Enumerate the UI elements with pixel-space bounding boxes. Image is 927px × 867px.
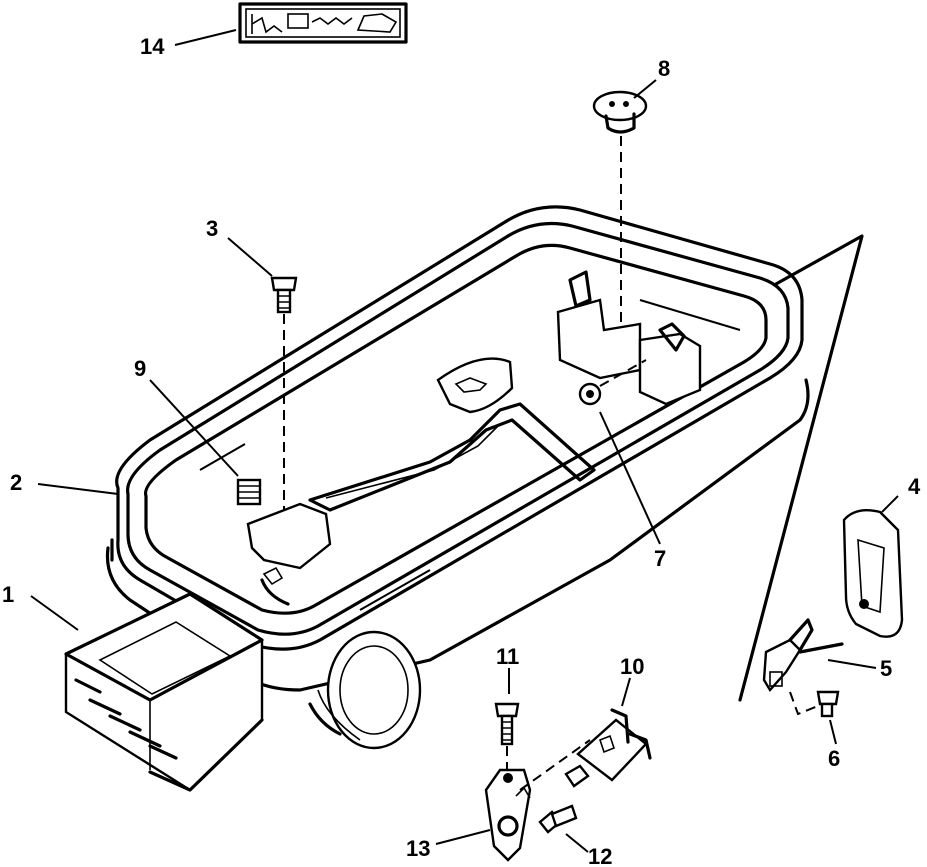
part-13-clamp bbox=[484, 768, 532, 862]
part-11-bolt bbox=[494, 702, 520, 746]
part-7-nut bbox=[578, 382, 602, 406]
callout-10: 10 bbox=[620, 654, 644, 679]
leader-lines bbox=[30, 29, 899, 853]
callout-3: 3 bbox=[206, 216, 218, 241]
detail-bracket-lines bbox=[738, 234, 864, 702]
callout-13: 13 bbox=[406, 836, 430, 861]
part-14-decal bbox=[238, 2, 408, 44]
callout-4: 4 bbox=[908, 474, 921, 499]
part-8-cap bbox=[592, 90, 648, 134]
part-2-cowl-seal bbox=[115, 205, 804, 651]
callout-2: 2 bbox=[10, 470, 22, 495]
callout-8: 8 bbox=[658, 56, 670, 81]
callout-6: 6 bbox=[828, 746, 840, 771]
callout-1: 1 bbox=[2, 582, 14, 607]
callout-14: 14 bbox=[140, 34, 165, 59]
part-6-screw bbox=[816, 690, 840, 718]
part-10-fuel-connector bbox=[564, 708, 652, 788]
callout-5: 5 bbox=[880, 656, 892, 681]
part-5-latch-clip bbox=[762, 618, 844, 693]
cowl-interior bbox=[246, 270, 702, 606]
callout-labels: 14 1 2 3 4 5 6 7 8 9 10 11 12 13 bbox=[2, 34, 921, 867]
part-4-latch-lever bbox=[842, 509, 904, 638]
part-12-screw bbox=[538, 804, 578, 834]
part-6-guide-line bbox=[789, 691, 819, 716]
callout-12: 12 bbox=[588, 844, 612, 867]
part-10-guide-line bbox=[519, 739, 591, 791]
part-9-grommet bbox=[236, 478, 262, 506]
callout-11: 11 bbox=[496, 644, 519, 669]
callout-7: 7 bbox=[654, 546, 666, 571]
part-3-screw bbox=[270, 276, 298, 314]
callout-9: 9 bbox=[134, 356, 146, 381]
part-7-guide-line bbox=[599, 359, 647, 387]
part-1-lower-cowl bbox=[64, 378, 810, 792]
